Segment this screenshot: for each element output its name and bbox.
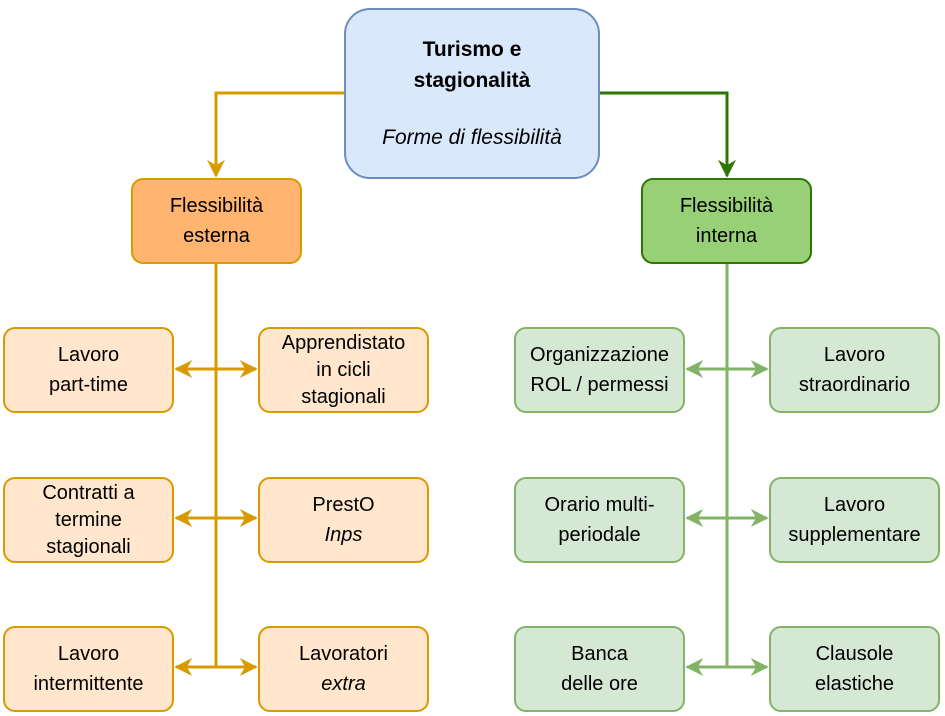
item-line: Clausole <box>815 643 894 665</box>
item-line: Lavoro <box>57 643 120 665</box>
external-item-contratti-termine[interactable]: Contratti a termine stagionali <box>3 477 174 563</box>
external-item-part-time[interactable]: Lavoro part-time <box>3 327 174 413</box>
external-item-presto-inps[interactable]: PrestO Inps <box>258 477 429 563</box>
external-item-apprendistato[interactable]: Apprendistato in cicli stagionali <box>258 327 429 413</box>
external-heading-line2: esterna <box>183 225 250 247</box>
external-item-intermittente[interactable]: Lavoro intermittente <box>3 626 174 712</box>
root-subtitle: Forme di flessibilità <box>382 126 562 149</box>
item-line: supplementare <box>788 524 921 546</box>
item-line: part-time <box>49 374 128 396</box>
item-line: Banca <box>571 643 628 665</box>
item-line: Inps <box>324 524 363 546</box>
external-item-lavoratori-extra[interactable]: Lavoratori extra <box>258 626 429 712</box>
internal-item-rol-permessi[interactable]: Organizzazione ROL / permessi <box>514 327 685 413</box>
item-line: Orario multi- <box>544 494 655 516</box>
root-node[interactable]: Turismo e stagionalità Forme di flessibi… <box>344 8 600 179</box>
external-heading-line1: Flessibilità <box>169 195 264 217</box>
item-line: PrestO <box>312 494 375 516</box>
item-line: elastiche <box>815 673 894 695</box>
item-line: stagionali <box>46 535 131 558</box>
item-line: Lavoro <box>57 344 120 366</box>
root-title-line2: stagionalità <box>413 69 531 92</box>
internal-item-clausole-elastiche[interactable]: Clausole elastiche <box>769 626 940 712</box>
item-line: extra <box>321 673 366 695</box>
internal-heading-line2: interna <box>695 225 758 247</box>
item-line: periodale <box>558 524 641 546</box>
item-line: Lavoro <box>823 344 886 366</box>
edge-root-to-internal <box>600 91 736 178</box>
internal-flexibility-node[interactable]: Flessibilità interna <box>641 178 812 264</box>
item-line: Lavoratori <box>299 643 388 665</box>
root-title-line1: Turismo e <box>422 38 522 61</box>
item-line: stagionali <box>301 385 386 408</box>
item-line: Apprendistato <box>281 331 406 354</box>
item-line: straordinario <box>798 374 911 396</box>
edge-root-to-external <box>207 91 344 178</box>
item-line: Organizzazione <box>530 344 669 366</box>
internal-heading-line1: Flessibilità <box>679 195 774 217</box>
external-flexibility-node[interactable]: Flessibilità esterna <box>131 178 302 264</box>
internal-item-banca-ore[interactable]: Banca delle ore <box>514 626 685 712</box>
item-line: ROL / permessi <box>530 374 669 396</box>
item-line: Lavoro <box>823 494 886 516</box>
item-line: Contratti a <box>42 481 135 504</box>
item-line: delle ore <box>561 673 638 695</box>
item-line: intermittente <box>33 673 144 695</box>
internal-item-straordinario[interactable]: Lavoro straordinario <box>769 327 940 413</box>
internal-item-orario-multiperiodale[interactable]: Orario multi- periodale <box>514 477 685 563</box>
item-line: termine <box>55 508 122 531</box>
internal-item-supplementare[interactable]: Lavoro supplementare <box>769 477 940 563</box>
item-line: in cicli <box>316 358 371 381</box>
